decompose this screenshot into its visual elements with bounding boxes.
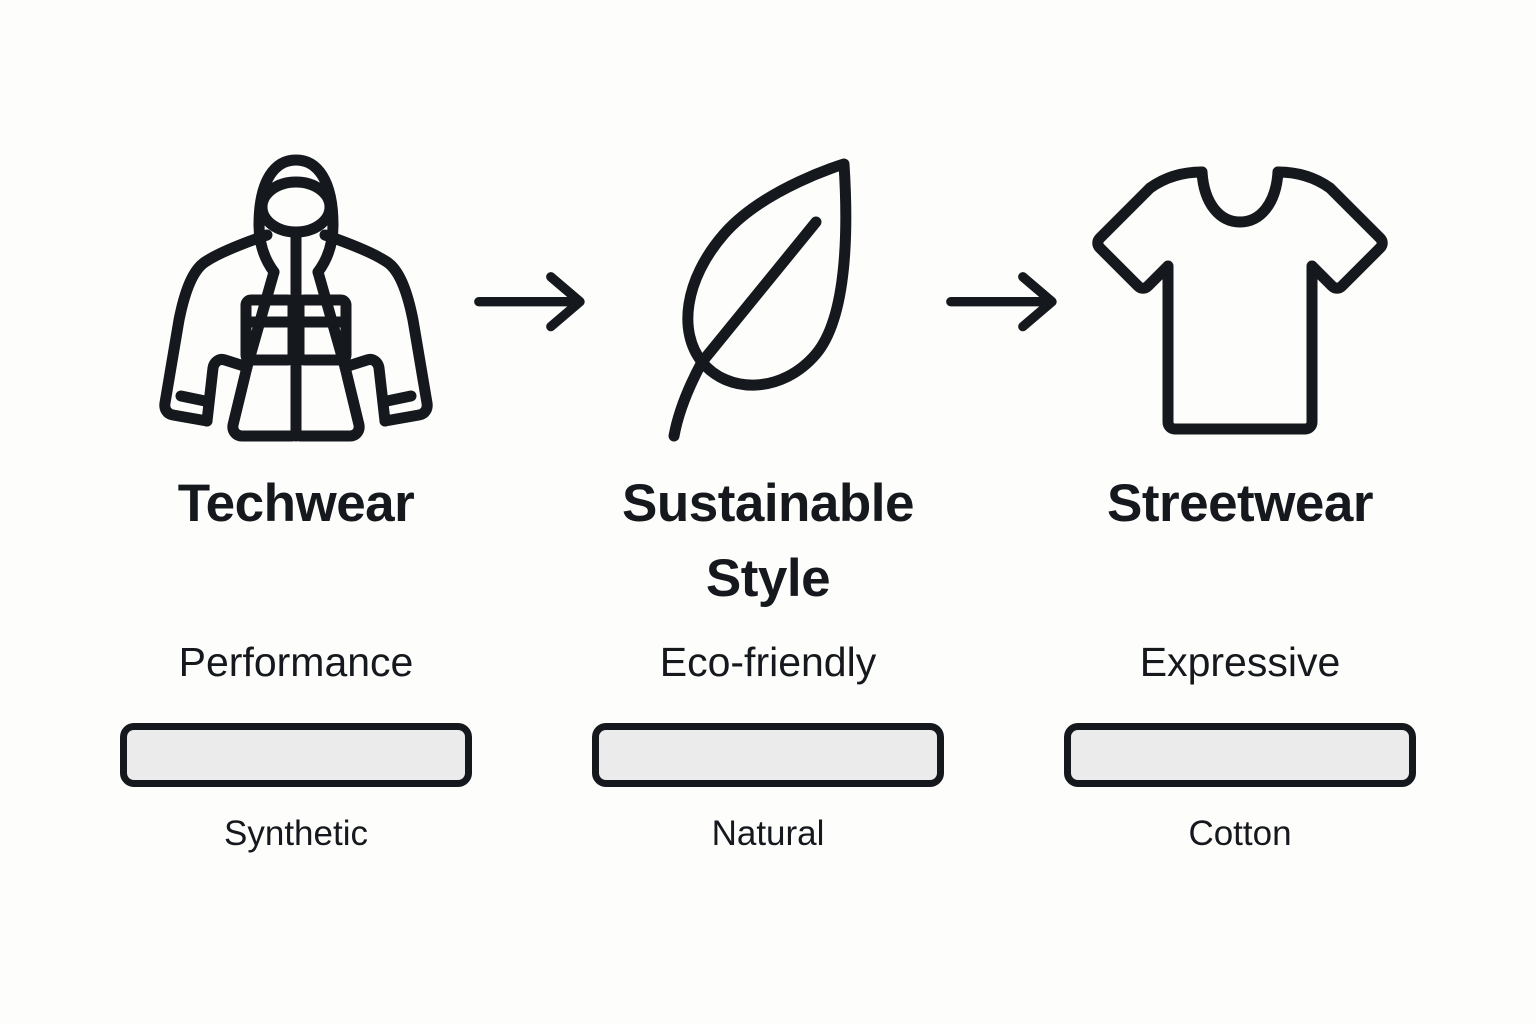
material-caption: Natural: [711, 814, 825, 854]
material-bar: [1064, 723, 1416, 788]
arrow-right-icon-1: [472, 140, 592, 460]
step-subtitle: Performance: [178, 639, 414, 685]
arrow-right-icon-2: [944, 140, 1064, 460]
column-techwear: Techwear Performance Synthetic: [120, 466, 472, 855]
column-sustainable-style: Sustainable Style Eco-friendly Natural: [592, 466, 944, 855]
material-bar: [592, 723, 944, 788]
tshirt-icon-glyph: [1092, 166, 1388, 435]
arrow-right-icon-glyph: [474, 272, 585, 332]
title-slot: Techwear: [178, 466, 415, 618]
column-streetwear: Streetwear Expressive Cotton: [1064, 466, 1416, 855]
arrow-right-icon-glyph: [946, 272, 1057, 332]
step-subtitle: Expressive: [1139, 639, 1341, 685]
step-title: Techwear: [177, 474, 415, 533]
step-title: Sustainable Style: [622, 474, 914, 609]
step-title: Streetwear: [1106, 474, 1374, 533]
title-slot: Sustainable Style: [592, 466, 944, 618]
icon-row: [0, 140, 1536, 460]
jacket-icon: [120, 140, 472, 460]
step-subtitle: Eco-friendly: [659, 639, 877, 685]
tshirt-icon: [1064, 140, 1416, 460]
leaf-icon: [592, 140, 944, 460]
columns: Techwear Performance Synthetic Sustainab…: [0, 466, 1536, 855]
material-caption: Synthetic: [224, 814, 368, 854]
title-slot: Streetwear: [1106, 466, 1374, 618]
leaf-icon-glyph: [668, 158, 852, 442]
material-caption: Cotton: [1188, 814, 1292, 854]
jacket-icon-glyph: [159, 154, 433, 442]
material-bar: [120, 723, 472, 788]
